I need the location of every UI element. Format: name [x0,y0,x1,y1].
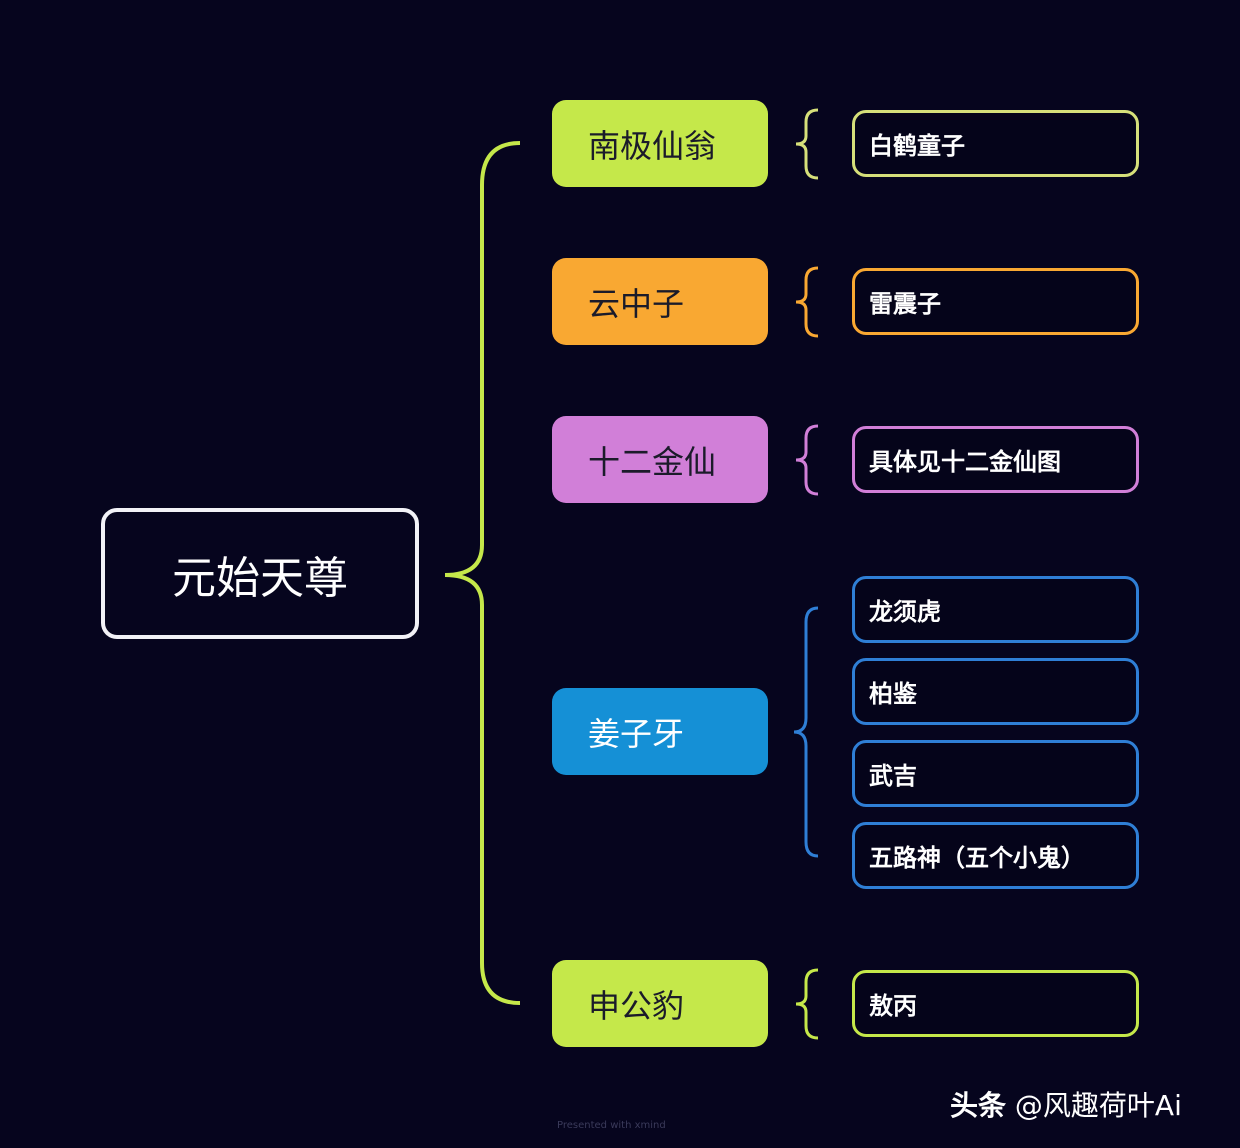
child-node[interactable]: 白鹤童子 [852,110,1139,177]
branch-node[interactable]: 申公豹 [552,960,768,1047]
brace-3 [795,424,819,496]
watermark-user: @风趣荷叶Ai [1014,1089,1182,1122]
branch-node[interactable]: 十二金仙 [552,416,768,503]
brace-2 [795,266,819,338]
child-node[interactable]: 敖丙 [852,970,1139,1037]
brace-4 [793,606,819,858]
child-node[interactable]: 柏鉴 [852,658,1139,725]
brace-5 [795,968,819,1040]
child-node[interactable]: 五路神（五个小鬼） [852,822,1139,889]
child-node[interactable]: 武吉 [852,740,1139,807]
brace-1 [795,108,819,180]
root-bracket [444,141,521,1005]
child-node[interactable]: 具体见十二金仙图 [852,426,1139,493]
branch-node[interactable]: 南极仙翁 [552,100,768,187]
root-node[interactable]: 元始天尊 [101,508,419,639]
branch-node[interactable]: 云中子 [552,258,768,345]
watermark: 头条 @风趣荷叶Ai [950,1084,1182,1124]
watermark-brand: 头条 [950,1089,1007,1122]
child-node[interactable]: 雷震子 [852,268,1139,335]
xmind-credit: Presented with xmind [557,1120,666,1131]
child-node[interactable]: 龙须虎 [852,576,1139,643]
branch-node[interactable]: 姜子牙 [552,688,768,775]
